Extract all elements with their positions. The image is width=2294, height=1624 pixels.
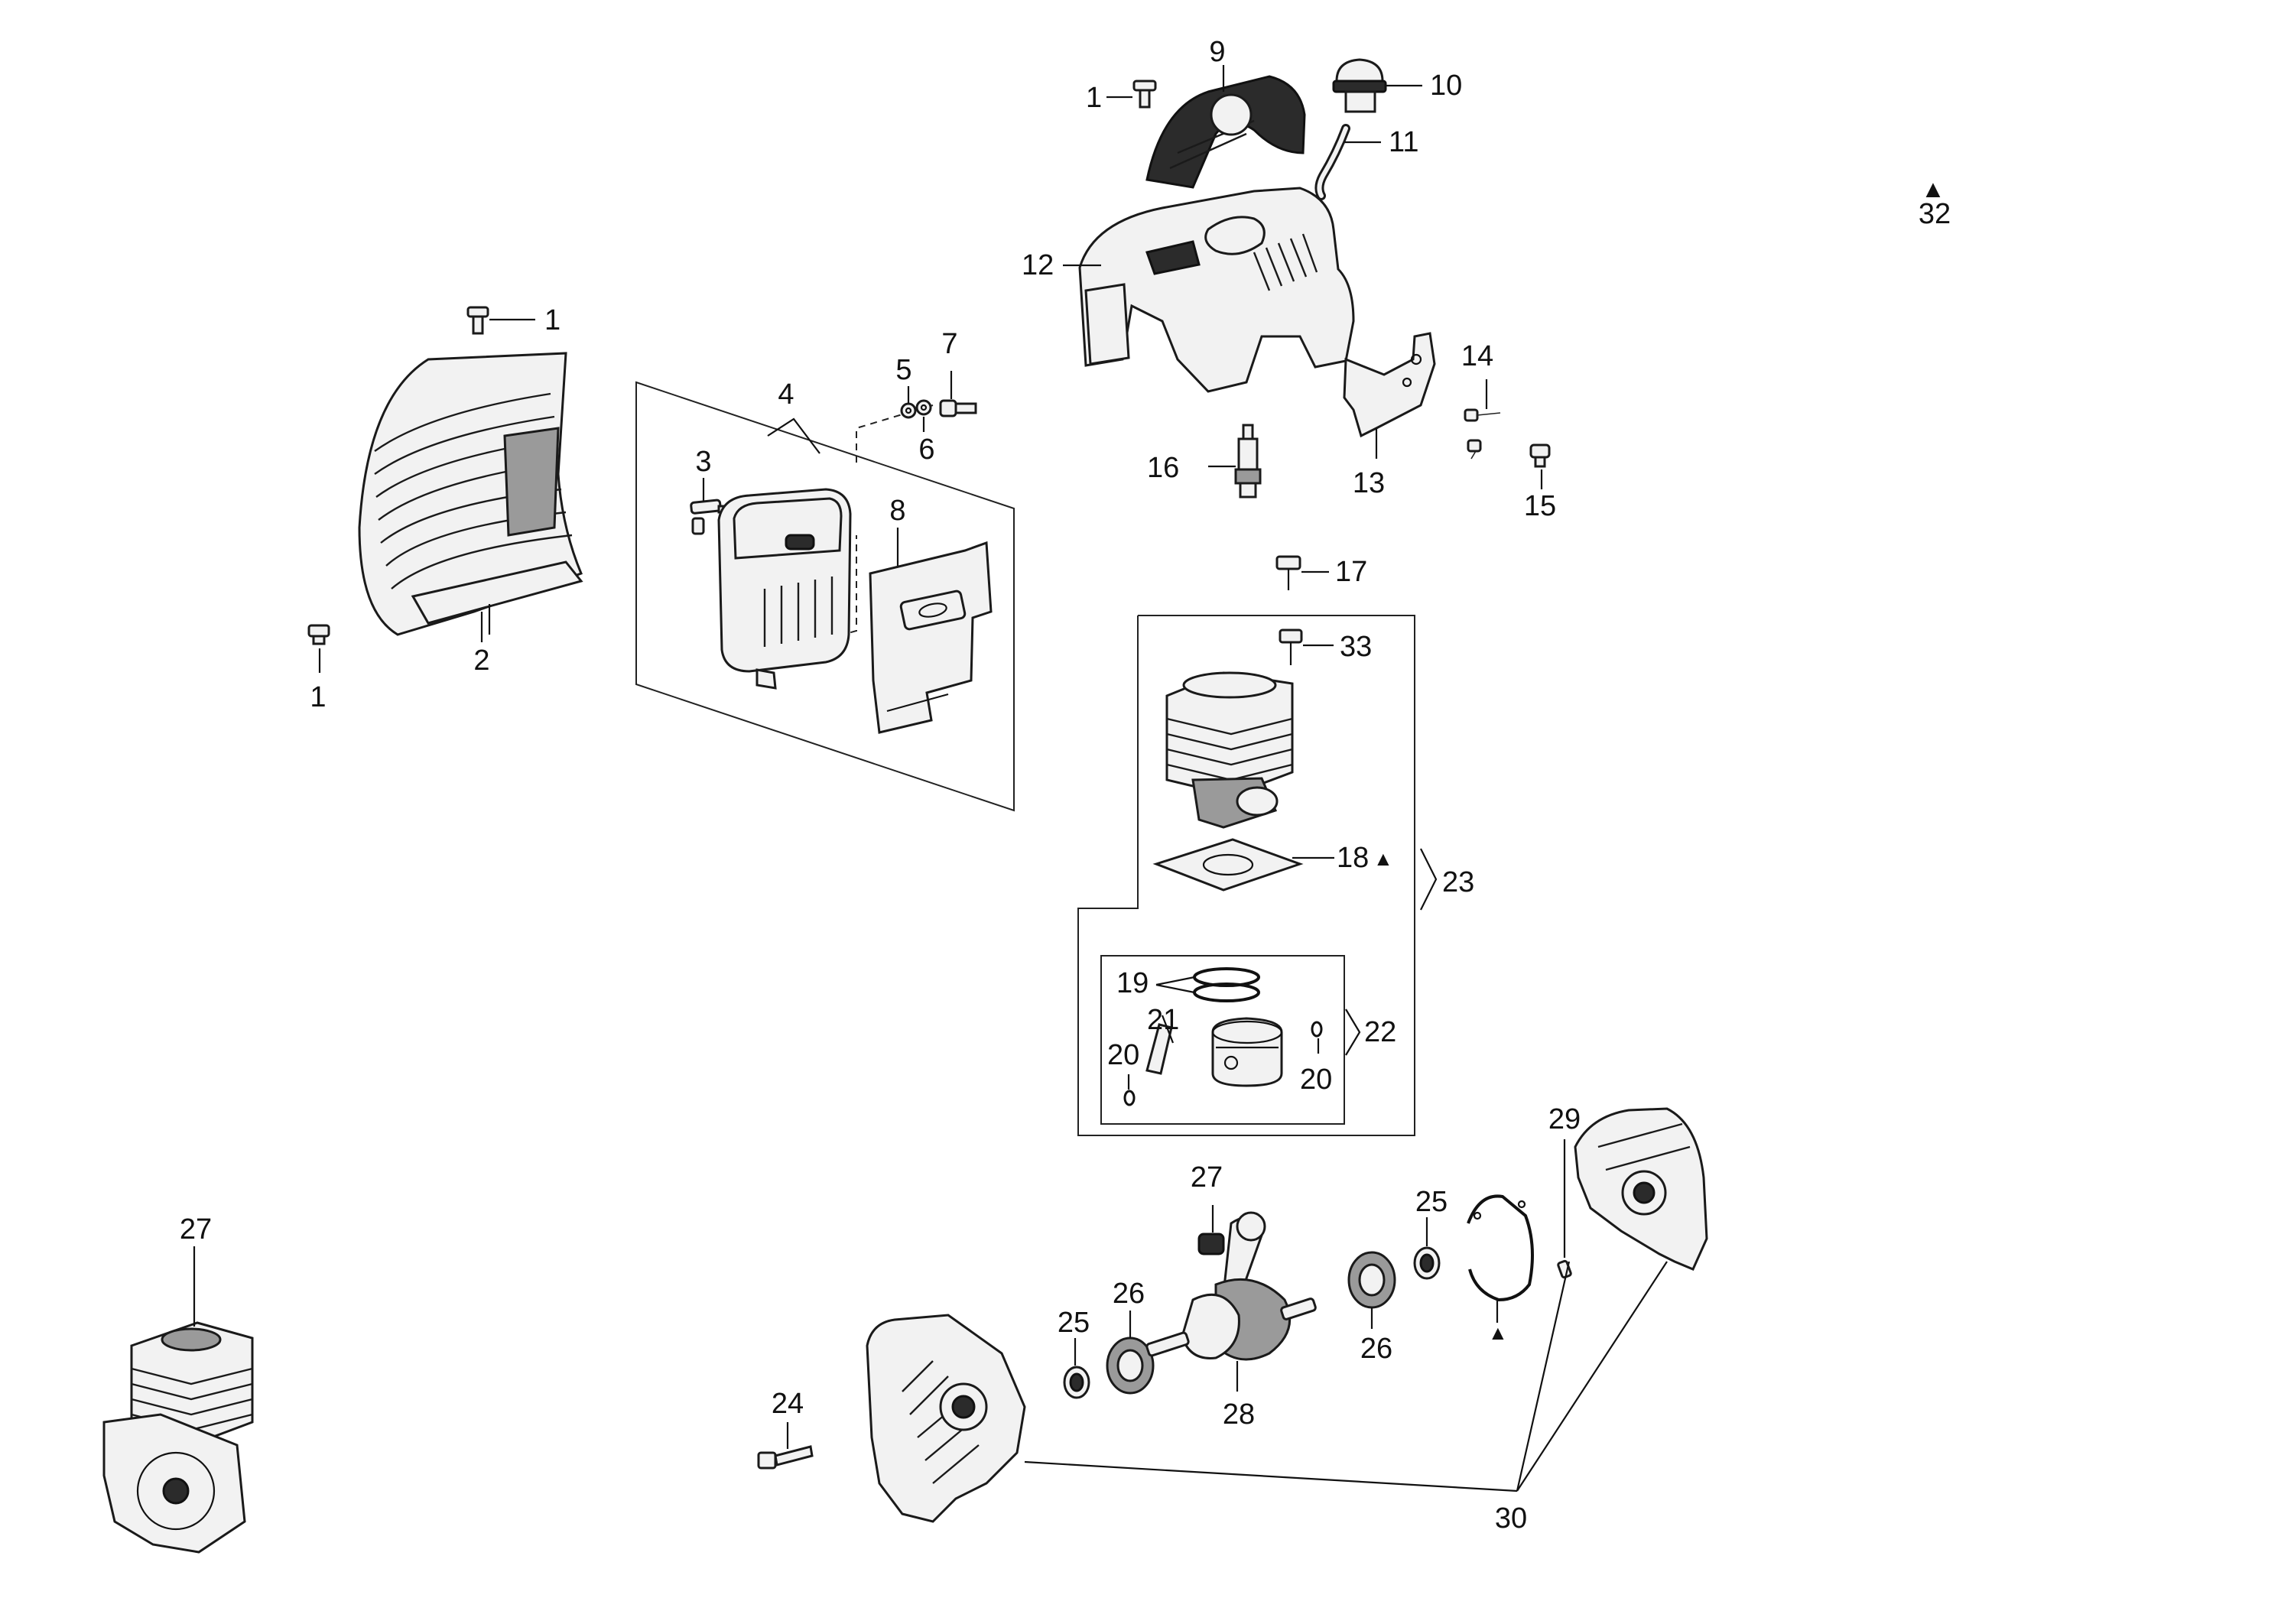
- oil-seal-icon: [1413, 1246, 1441, 1280]
- callout-25: 25: [1415, 1186, 1448, 1218]
- callout-26: 26: [1360, 1333, 1392, 1365]
- callout-25: 25: [1058, 1307, 1090, 1339]
- callout-15: 15: [1524, 490, 1556, 522]
- marker-32: ▲: [1921, 175, 1945, 203]
- screw-icon: [466, 306, 535, 335]
- needle-bearing-icon: [1197, 1205, 1225, 1255]
- callout-20: 20: [1300, 1064, 1332, 1096]
- callout-16: 16: [1147, 452, 1179, 484]
- callout-10: 10: [1430, 70, 1462, 102]
- callout-1: 1: [1086, 82, 1102, 114]
- callout-20: 20: [1107, 1039, 1139, 1071]
- gasket-kit-icon: [1467, 1194, 1534, 1323]
- heat-shield-icon: [869, 541, 993, 734]
- cylinder-icon: [1165, 671, 1294, 829]
- marker-gasket: ▲: [1488, 1321, 1508, 1344]
- screw-icon: [939, 371, 977, 417]
- callout-5: 5: [895, 354, 911, 386]
- cylinder-bolt-icon: [1279, 628, 1334, 665]
- muffler-assembly-icon: [717, 488, 852, 690]
- callout-22: 22: [1364, 1016, 1396, 1048]
- bolt-icon: [757, 1422, 814, 1470]
- callout-29: 28: [1223, 1398, 1255, 1431]
- callout-4: 4: [778, 378, 794, 411]
- piston-kit-icon: [1211, 1017, 1283, 1087]
- callout-24: 24: [772, 1388, 804, 1420]
- screw-icon: [1106, 80, 1157, 109]
- engine-assembly-icon: [102, 1246, 254, 1554]
- crankcase-icon: [866, 1314, 1026, 1523]
- callout-7: 7: [941, 328, 957, 360]
- cylinder-kit-box: [1077, 615, 1438, 1136]
- callout-23: 23: [1442, 866, 1474, 898]
- fuel-line-icon: [1314, 124, 1350, 200]
- bolt-icon: [1275, 555, 1329, 590]
- bearing-icon: [1347, 1251, 1396, 1309]
- washer-icon: [900, 402, 917, 419]
- callout-19: 19: [1116, 967, 1149, 999]
- callout-6: 6: [918, 434, 934, 466]
- piston-ring-icon: [1155, 967, 1260, 1002]
- marker-18: ▲: [1373, 847, 1393, 870]
- engine-cover-icon: [358, 352, 583, 636]
- screw-icon: [1464, 408, 1501, 460]
- cover-plate-icon: [1145, 75, 1306, 189]
- piston-kit-box: [1100, 955, 1361, 1125]
- callout-32: 32: [1919, 198, 1951, 230]
- callout-30: 29: [1548, 1103, 1581, 1135]
- bracket-icon: [1343, 332, 1436, 438]
- callout-12: 12: [1022, 249, 1054, 281]
- callout-1: 1: [310, 681, 326, 713]
- dowel-pin-icon: [1557, 1139, 1572, 1279]
- callout-11: 11: [1389, 126, 1418, 158]
- callout-8: 8: [889, 495, 905, 527]
- callout-17: 17: [1335, 556, 1367, 588]
- callout-26: 26: [1113, 1278, 1145, 1310]
- callout-21: 21: [1147, 1004, 1179, 1036]
- callout-18: 18: [1337, 842, 1369, 874]
- callout-2: 2: [473, 645, 489, 677]
- top-housing-icon: [1078, 187, 1355, 393]
- callout-1: 1: [544, 304, 561, 336]
- cylinder-gasket-icon: [1152, 838, 1334, 892]
- piston-pin-icon: [1145, 1015, 1175, 1075]
- crankcase-icon: [1024, 1107, 1708, 1492]
- callout-3: 3: [695, 446, 711, 478]
- primer-bulb-icon: [1332, 58, 1387, 113]
- callout-labels: 1 1 1 2 3 4 5 6 7 8 9 10 11 12 13 14 15 …: [310, 36, 1951, 1535]
- callout-9: 9: [1209, 36, 1225, 68]
- oil-seal-icon: [1063, 1366, 1090, 1399]
- screw-icon: [307, 624, 330, 673]
- crankshaft-icon: [1145, 1211, 1317, 1392]
- spring-washer-icon: [915, 399, 932, 416]
- screw-icon: [1529, 443, 1551, 468]
- callout-28: 27: [1191, 1161, 1223, 1194]
- circlip-icon: [1123, 1021, 1323, 1106]
- callout-31: 30: [1495, 1502, 1527, 1535]
- leader-lines: [480, 65, 1543, 1366]
- spark-plug-icon: [1234, 424, 1262, 499]
- callout-33: 33: [1340, 631, 1372, 663]
- callout-13: 13: [1353, 467, 1385, 499]
- callout-14: 14: [1461, 340, 1493, 372]
